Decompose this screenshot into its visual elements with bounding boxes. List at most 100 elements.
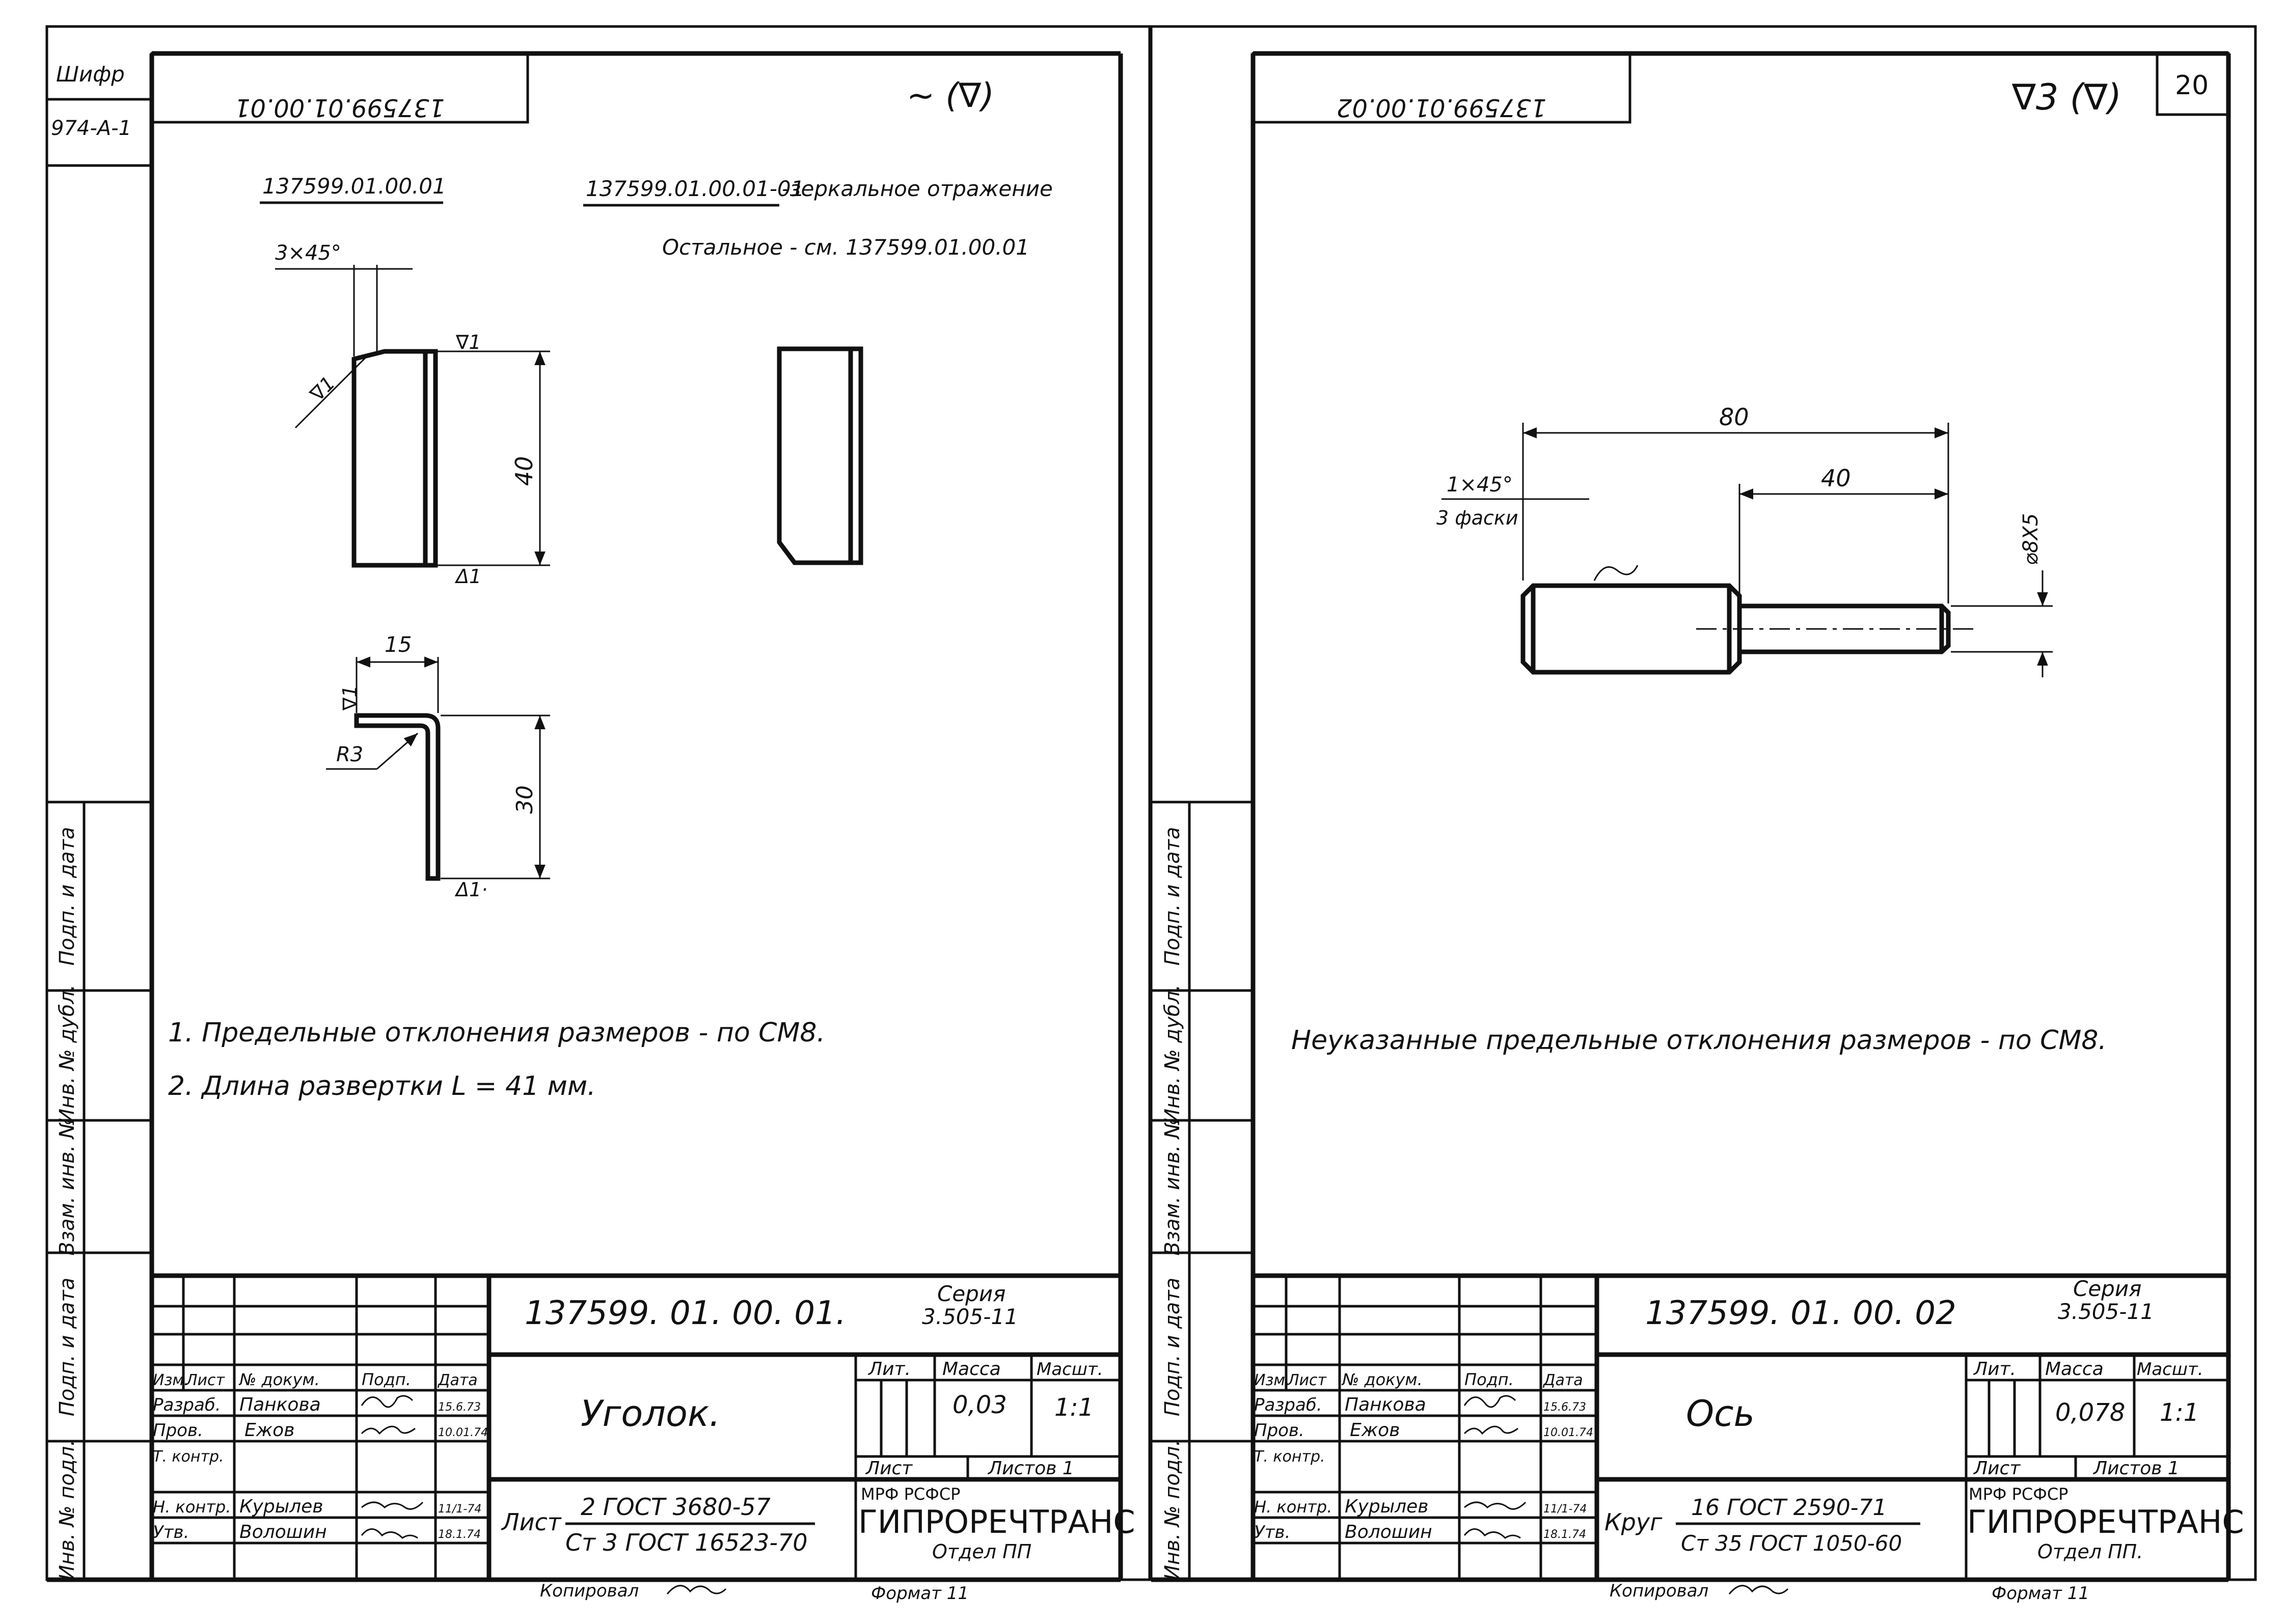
left-col-date: Дата xyxy=(437,1371,478,1389)
right-side-label-1: Подп. и дата xyxy=(1161,827,1184,966)
right-scale-label: Масшт. xyxy=(2137,1359,2203,1380)
left-series-label: Серия xyxy=(937,1281,1005,1306)
right-copied-signature xyxy=(1728,1585,1789,1594)
right-signature-3 xyxy=(1464,1501,1527,1510)
right-signature-1 xyxy=(1463,1395,1516,1408)
right-mass-label: Масса xyxy=(2045,1359,2104,1380)
rough-side-bottom: Δ1· xyxy=(454,878,487,901)
right-side-label-3: Взам. инв. № xyxy=(1161,1117,1184,1256)
right-role-0: Разраб. xyxy=(1254,1395,1322,1415)
left-doc-number: 137599. 01. 00. 01. xyxy=(525,1295,846,1332)
angle-side-view: 15 30 R3 ∇1 Δ1· xyxy=(326,632,550,901)
right-date-1: 10.01.74 xyxy=(1543,1426,1593,1439)
cipher-code: 974-А-1 xyxy=(51,117,131,140)
left-signature-4 xyxy=(361,1528,418,1539)
right-name-3: Курылев xyxy=(1345,1496,1429,1517)
right-sheet: 137599.01.00.02 20 ∇3 (∇) 80 40 xyxy=(1150,25,2257,1604)
dim-chamfer-count: 3 фаски xyxy=(1436,507,1518,529)
left-date-3: 11/1-74 xyxy=(438,1503,481,1516)
dim-length-80: 80 xyxy=(1719,403,1749,431)
right-side-label-4: Подп. и дата xyxy=(1161,1278,1184,1416)
left-format: Формат 11 xyxy=(871,1583,969,1604)
left-col-sign: Подп. xyxy=(362,1370,411,1389)
left-mirrored-code: 137599.01.00.01 xyxy=(235,93,445,122)
right-role-2: Т. контр. xyxy=(1254,1448,1325,1466)
left-part-name: Уголок. xyxy=(581,1393,720,1435)
page-number: 20 xyxy=(2175,70,2209,101)
left-note-2: 2. Длина развертки L = 41 мм. xyxy=(168,1071,596,1102)
right-col-izm: Изм. xyxy=(1254,1371,1290,1389)
right-sheets-label: Листов 1 xyxy=(2092,1458,2180,1479)
dim-step-40: 40 xyxy=(1821,464,1851,492)
left-date-0: 15.6.73 xyxy=(438,1401,481,1414)
left-date-1: 10.01.74 xyxy=(438,1426,488,1439)
left-role-3: Н. контр. xyxy=(153,1497,231,1517)
right-copied: Копировал xyxy=(1610,1581,1708,1601)
left-copied-signature xyxy=(666,1585,727,1594)
left-signature-1 xyxy=(361,1395,414,1408)
right-name-4: Волошин xyxy=(1345,1522,1432,1543)
left-signature-2 xyxy=(361,1425,416,1435)
left-scale-label: Масшт. xyxy=(1037,1359,1103,1380)
left-role-2: Т. контр. xyxy=(153,1448,224,1466)
right-material-top: 16 ГОСТ 2590-71 xyxy=(1691,1495,1887,1521)
right-mirrored-code: 137599.01.00.02 xyxy=(1337,93,1546,122)
angle-mirror-view xyxy=(777,346,863,565)
right-side-label-5: Инв. № подл. xyxy=(1161,1440,1184,1580)
left-side-stamp: Подп. и дата Инв. № дубл. Взам. инв. № П… xyxy=(47,801,152,1580)
right-name-1: Ежов xyxy=(1350,1420,1400,1441)
right-role-4: Утв. xyxy=(1254,1522,1290,1543)
angle-front-view: 40 3×45° ∇1 ∇1 Δ1 xyxy=(275,241,550,588)
right-col-sign: Подп. xyxy=(1464,1370,1514,1389)
rough-chamfer: ∇1 xyxy=(306,372,340,406)
left-col-izm: Изм. xyxy=(153,1371,189,1389)
left-side-label-5: Инв. № подл. xyxy=(56,1440,79,1580)
right-title-block: 137599. 01. 00. 02 Серия 3.505-11 Ось Из… xyxy=(1253,1273,2244,1604)
right-format: Формат 11 xyxy=(1992,1583,2089,1604)
right-roughness-mark: ∇3 (∇) xyxy=(2011,76,2121,118)
right-frame xyxy=(1150,25,2257,1581)
right-mass-value: 0,078 xyxy=(2055,1398,2125,1427)
left-side-label-2: Инв. № дубл. xyxy=(56,984,79,1124)
right-name-0: Панкова xyxy=(1345,1394,1426,1415)
right-org-name: ГИПРОРЕЧТРАНС xyxy=(1967,1503,2244,1540)
left-material-top: 2 ГОСТ 3680-57 xyxy=(581,1493,771,1521)
left-title-block: 137599. 01. 00. 01. Серия 3.505-11 Уголо… xyxy=(152,1273,1135,1604)
left-side-label-4: Подп. и дата xyxy=(56,1278,79,1416)
right-org-dept: Отдел ПП. xyxy=(2037,1540,2143,1563)
left-name-0: Панкова xyxy=(239,1394,321,1415)
rough-bottom: Δ1 xyxy=(454,565,481,588)
left-col-list: Лист xyxy=(185,1371,226,1389)
right-signature-2 xyxy=(1463,1425,1518,1435)
left-signature-3 xyxy=(361,1501,424,1510)
left-col-doc: № докум. xyxy=(238,1370,320,1389)
right-note-1: Неуказанные предельные отклонения размер… xyxy=(1291,1025,2107,1056)
left-part-label: 137599.01.00.01 xyxy=(262,174,446,199)
left-date-4: 18.1.74 xyxy=(438,1528,481,1541)
mirror-note-code: 137599.01.00.01-01 xyxy=(586,176,804,201)
dim-height-30: 30 xyxy=(512,785,538,814)
right-side-label-2: Инв. № дубл. xyxy=(1161,984,1184,1124)
right-sheet-label: Лист xyxy=(1973,1458,2021,1479)
other-note: Остальное - см. 137599.01.00.01 xyxy=(662,235,1029,260)
left-name-4: Волошин xyxy=(239,1522,327,1543)
left-name-3: Курылев xyxy=(239,1496,323,1517)
dim-width-15: 15 xyxy=(385,632,412,657)
left-org-name: ГИПРОРЕЧТРАНС xyxy=(858,1503,1135,1540)
left-roughness-mark: ∼ (∇) xyxy=(907,76,994,115)
left-role-0: Разраб. xyxy=(153,1395,221,1415)
right-series-label: Серия xyxy=(2073,1276,2141,1301)
dim-chamfer: 3×45° xyxy=(275,241,341,265)
right-series-value: 3.505-11 xyxy=(2058,1299,2154,1324)
rough-side: ∇1 xyxy=(339,685,361,711)
dim-height-40: 40 xyxy=(510,456,538,486)
right-col-list: Лист xyxy=(1287,1371,1327,1389)
left-side-label-1: Подп. и дата xyxy=(56,827,79,966)
left-scale-value: 1:1 xyxy=(1054,1393,1094,1422)
left-material-bottom: Ст 3 ГОСТ 16523-70 xyxy=(565,1529,808,1556)
mirror-note-text: -зеркальное отражение xyxy=(782,176,1053,201)
right-role-1: Пров. xyxy=(1254,1420,1304,1441)
right-scale-value: 1:1 xyxy=(2160,1398,2199,1427)
left-org-dept: Отдел ПП xyxy=(932,1540,1031,1563)
left-copied: Копировал xyxy=(540,1581,639,1601)
